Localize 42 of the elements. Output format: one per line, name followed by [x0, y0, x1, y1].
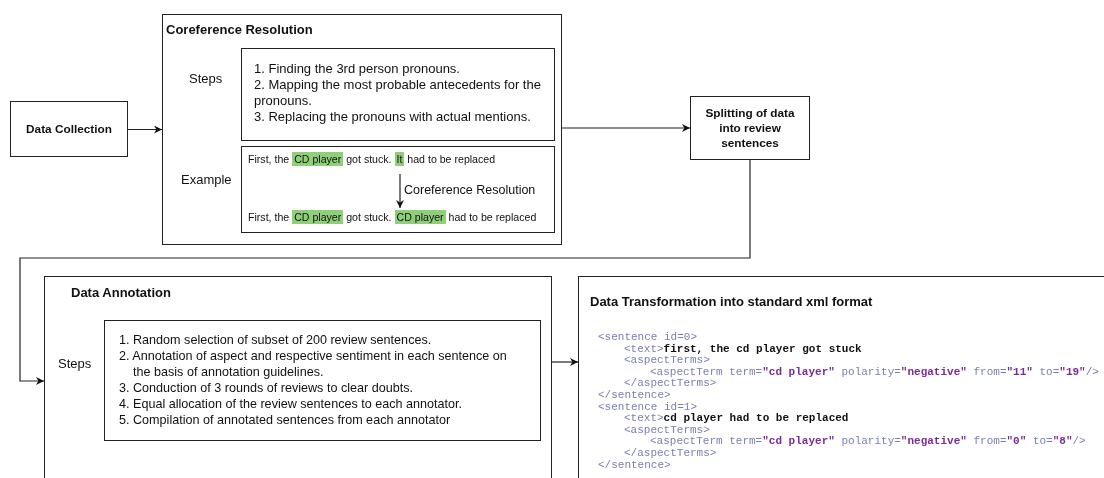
box-label: Splitting of data into review sentences — [704, 105, 796, 151]
row-label: Steps — [58, 356, 92, 371]
code-line: <text>first, the cd player got stuck — [624, 343, 862, 356]
code-line: <sentence id=1> — [598, 401, 698, 413]
step-item: 2. Annotation of aspect and respective sentiment in each sentence on the basis of annotation guidelines. — [119, 348, 508, 380]
example-sentence: First, the CD player got stuck. It had to be replaced — [248, 153, 496, 170]
step-item: 3. Conduction of 3 rounds of reviews to clear doubts. — [119, 380, 415, 396]
row-label: Steps — [189, 71, 223, 86]
code-line: </aspectTerms> — [624, 378, 717, 390]
edge-label: Coreference Resolution — [404, 183, 536, 197]
example-sentence: First, the CD player got stuck. CD player had to be replaced — [248, 211, 537, 228]
step-item: 2. Mapping the most probable antecedents for the pronouns. — [254, 77, 542, 109]
row-label: Example — [181, 172, 232, 187]
box-label: Data Collection — [25, 121, 113, 137]
process-box — [10, 101, 128, 157]
code-line: </aspectTerms> — [624, 448, 717, 460]
panel-title: Data Annotation — [71, 285, 171, 300]
step-item: 4. Equal allocation of the review sentences to each annotator. — [119, 396, 464, 412]
arrow — [127, 125, 163, 134]
process-box — [690, 96, 810, 160]
arrow — [551, 358, 579, 366]
code-line: <aspectTerms> — [624, 424, 710, 437]
code-line: <sentence id=0> — [598, 332, 698, 344]
stage-panel — [44, 276, 552, 478]
step-item: 1. Random selection of subset of 200 review sentences. — [119, 332, 433, 348]
code-line: <aspectTerm term="cd player" polarity="negative" from="0" to="8"/> — [650, 436, 1086, 448]
code-line: <text>cd player had to be replaced — [624, 413, 849, 425]
step-item: 3. Replacing the pronouns with actual mentions. — [254, 109, 532, 125]
code-line: <aspectTerm term="cd player" polarity="negative" from="11" to="19"/> — [650, 366, 1099, 378]
code-line: </sentence> — [598, 390, 671, 402]
stage-panel — [578, 276, 1104, 478]
code-line: <aspectTerms> — [624, 355, 710, 367]
step-item: 5. Compilation of annotated sentences from each annotator — [119, 412, 452, 428]
step-item: 1. Finding the 3rd person pronouns. — [254, 61, 461, 77]
panel-title: Coreference Resolution — [166, 22, 313, 37]
code-line: </sentence> — [598, 459, 671, 472]
steps-box — [241, 48, 555, 141]
arrow — [396, 173, 404, 209]
arrow — [561, 124, 691, 132]
steps-box — [104, 320, 541, 441]
arrow — [19, 159, 751, 385]
panel-title: Data Transformation into standard xml format — [590, 294, 873, 309]
